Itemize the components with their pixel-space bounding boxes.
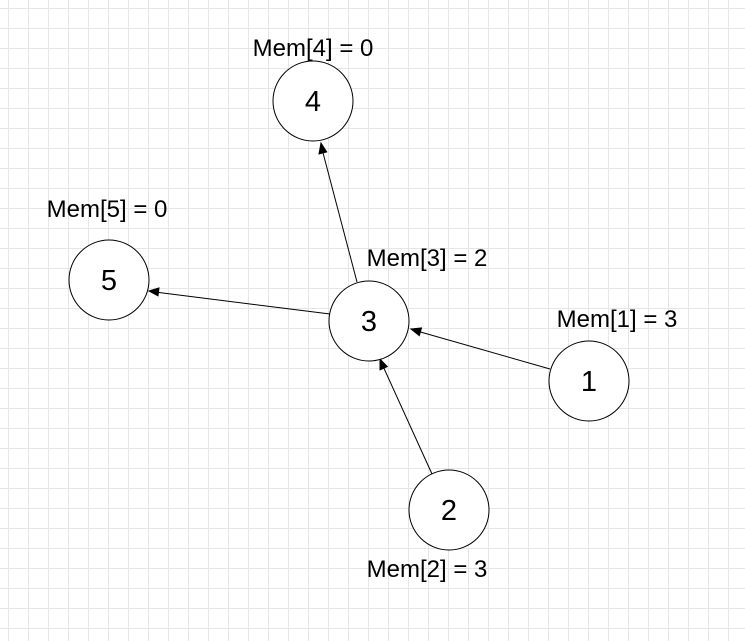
graph-node-5: 5 [68,239,150,321]
edge-line [321,148,358,283]
graph-node-3: 3 [328,280,410,362]
node-circle [272,60,354,142]
edge-1-to-3 [409,327,551,370]
edge-3-to-4 [318,141,358,283]
arrow-head-icon [147,287,160,297]
graph-node-4: 4 [272,60,354,142]
arrow-head-icon [409,327,423,337]
edges [147,141,551,475]
edge-2-to-3 [379,357,433,475]
arrow-head-icon [379,357,389,371]
node-circle [328,280,410,362]
node-circle [548,340,630,422]
edge-line [381,363,433,475]
mem-label-node-5: Mem[5] = 0 [47,196,168,223]
edge-3-to-5 [147,287,331,315]
edge-line [416,330,551,370]
node-circle [68,239,150,321]
graph-node-2: 2 [408,469,490,551]
node-label: 3 [361,306,377,338]
mem-label-node-3: Mem[3] = 2 [367,245,488,272]
edge-line [154,291,331,315]
node-label: 5 [101,265,117,297]
node-label: 2 [441,495,457,527]
node-label: 1 [581,366,597,398]
graph-node-1: 1 [548,340,630,422]
arrow-head-icon [318,141,328,155]
memory-labels: Mem[1] = 3 Mem[2] = 3 Mem[3] = 2 Mem[4] … [47,35,678,583]
mem-label-node-1: Mem[1] = 3 [557,306,678,333]
node-circle [408,469,490,551]
mem-label-node-4: Mem[4] = 0 [253,35,374,62]
node-label: 4 [305,86,321,118]
mem-label-node-2: Mem[2] = 3 [367,556,488,583]
